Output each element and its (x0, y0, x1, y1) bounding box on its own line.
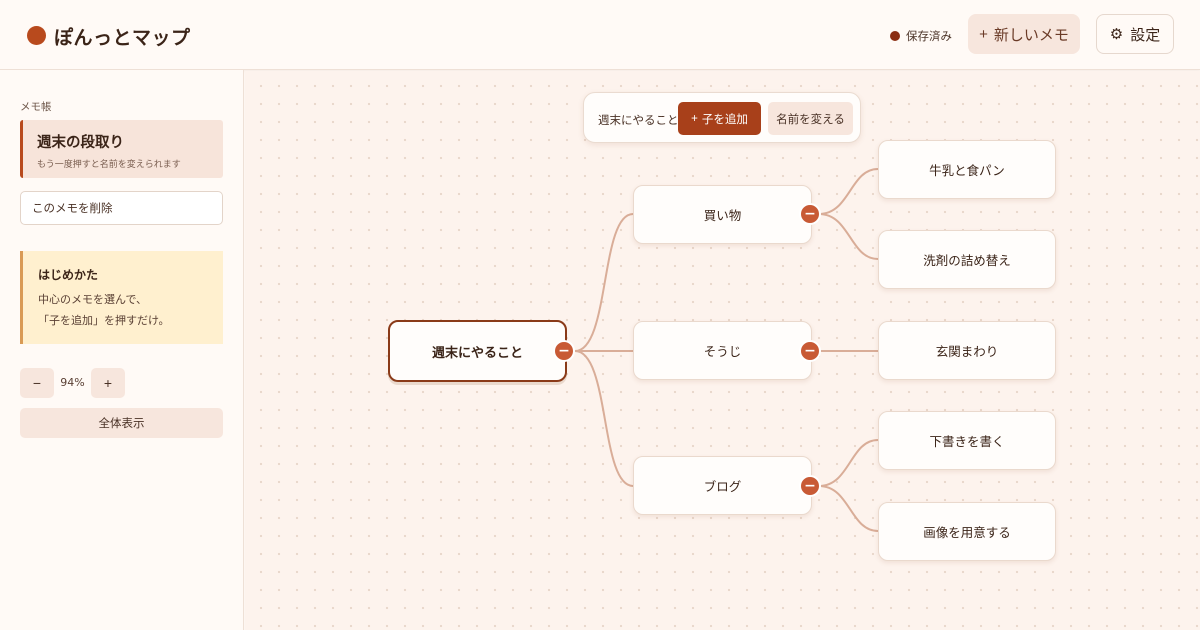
delete-memo-button[interactable]: このメモを削除 (20, 191, 223, 225)
top-bar: ぽんっとマップ 保存済み + 新しいメモ ⚙ 設定 (0, 0, 1200, 70)
howto-line-1: 中心のメモを選んで、 (38, 293, 148, 306)
collapse-shopping-icon[interactable]: − (799, 203, 821, 225)
memo-title: 週末の段取り (37, 135, 124, 151)
memo-hint: もう一度押すと名前を変えられます (37, 160, 181, 170)
rename-button[interactable]: 名前を変える (768, 102, 853, 135)
new-memo-button[interactable]: + 新しいメモ (968, 14, 1080, 54)
mindmap-node-images[interactable]: 画像を用意する (878, 502, 1056, 561)
collapse-root-icon[interactable]: − (553, 340, 575, 362)
howto-title: はじめかた (38, 268, 99, 282)
mindmap-node-detergent[interactable]: 洗剤の詰め替え (878, 230, 1056, 289)
saved-dot-icon (890, 31, 900, 41)
mindmap-node-cleaning[interactable]: そうじ (633, 321, 812, 380)
fit-all-button[interactable]: 全体表示 (20, 408, 223, 438)
logo-dot-icon (27, 26, 46, 45)
save-status-label: 保存済み (906, 29, 952, 43)
mindmap-node-draft[interactable]: 下書きを書く (878, 411, 1056, 470)
settings-label: 設定 (1130, 26, 1161, 44)
app-title: ぽんっとマップ (54, 27, 191, 49)
plus-icon: + (691, 112, 698, 125)
plus-icon: + (979, 25, 988, 43)
selected-node-label: 週末にやること (598, 113, 679, 127)
mindmap-node-shopping[interactable]: 買い物 (633, 185, 812, 244)
zoom-level: 94% (60, 376, 85, 389)
mindmap-node-entrance[interactable]: 玄関まわり (878, 321, 1056, 380)
save-status: 保存済み (890, 28, 952, 44)
howto-panel: はじめかた 中心のメモを選んで、 「子を追加」を押すだけ。 (20, 251, 223, 344)
add-child-label: 子を追加 (701, 113, 748, 126)
add-child-button[interactable]: + 子を追加 (678, 102, 761, 135)
settings-button[interactable]: ⚙ 設定 (1096, 14, 1174, 54)
new-memo-label: 新しいメモ (993, 26, 1069, 44)
howto-line-2: 「子を追加」を押すだけ。 (38, 314, 170, 327)
mindmap-root-node[interactable]: 週末にやること (388, 320, 567, 382)
mindmap-node-milk-bread[interactable]: 牛乳と食パン (878, 140, 1056, 199)
gear-icon: ⚙ (1109, 26, 1124, 43)
zoom-out-button[interactable]: − (20, 368, 54, 398)
node-toolbar: 週末にやること + 子を追加 名前を変える (583, 92, 861, 143)
memo-item-active[interactable]: 週末の段取り もう一度押すと名前を変えられます (20, 120, 223, 178)
memo-list-label: メモ帳 (20, 101, 52, 113)
collapse-blog-icon[interactable]: − (799, 475, 821, 497)
sidebar: メモ帳 週末の段取り もう一度押すと名前を変えられます このメモを削除 はじめか… (0, 70, 244, 630)
mindmap-node-blog[interactable]: ブログ (633, 456, 812, 515)
zoom-in-button[interactable]: + (91, 368, 125, 398)
collapse-cleaning-icon[interactable]: − (799, 340, 821, 362)
